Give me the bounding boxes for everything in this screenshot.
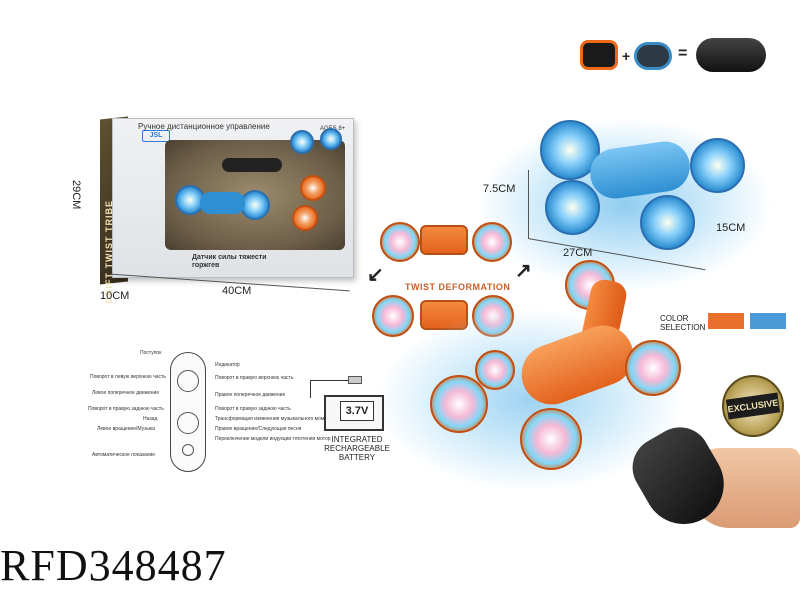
package-title: Ручное дистанционное управление	[138, 122, 270, 131]
remote-label-right: Поворот в правую заднюю часть	[215, 406, 291, 412]
plus-sign: +	[622, 48, 631, 64]
color-selection-line1: COLOR	[660, 314, 689, 323]
orange-car-wheel	[475, 350, 515, 390]
item-code: RFD348487	[0, 541, 227, 590]
gravity-controller-icon	[696, 38, 766, 72]
car-height-line	[528, 170, 529, 238]
remote-diagram-button	[182, 444, 194, 456]
car-height-label: 7.5CM	[483, 183, 516, 195]
battery-wire	[310, 380, 360, 398]
color-selection-line2: SELECTION	[660, 323, 706, 332]
package-car-blue	[200, 192, 245, 214]
twist-wheel	[472, 222, 512, 262]
battery-line3: BATTERY	[338, 453, 376, 462]
remote-label-left: Поворот в левую верхнюю часть	[90, 374, 166, 380]
package-depth-label: 10CM	[100, 290, 130, 302]
equals-sign: =	[678, 45, 688, 62]
package-side-text: DRIFT TWIST TRIBE	[104, 200, 114, 304]
twist-wheel	[372, 295, 414, 337]
car-length-label: 27CM	[563, 247, 593, 259]
package-car-wheel	[320, 128, 342, 150]
remote-label-top: Поступок	[140, 350, 162, 356]
twist-deformation-label: TWIST DEFORMATION	[405, 282, 511, 292]
rotate-right-arrow-icon: ↗	[515, 260, 532, 282]
remote-diagram-pad	[177, 412, 199, 434]
package-bottom-text: Датчик силы тяжести горжгев	[192, 254, 267, 269]
blue-car-wheel	[690, 138, 745, 193]
battery-voltage: 3.7V	[340, 401, 374, 421]
remote-label-left: Поворот в правую заднюю часть	[88, 406, 164, 412]
orange-car-wheel	[430, 375, 488, 433]
car-width-label: 15CM	[716, 222, 746, 234]
battery-description: INTEGRATED RECHARGEABLE BATTERY	[322, 435, 392, 462]
remote-label-left: Левое вращение/Музыка	[97, 426, 156, 432]
package-width-label: 40CM	[222, 285, 252, 297]
remote-label-right: Поворот в правую верхнюю часть	[215, 375, 294, 381]
remote-label-right: Индикатор	[215, 362, 240, 368]
color-swatch-blue	[750, 313, 786, 329]
remote-label-left: Назад	[143, 416, 158, 422]
remote-diagram-pad	[177, 370, 199, 392]
blue-car-wheel	[540, 120, 600, 180]
orange-car-wheel	[520, 408, 582, 470]
package-car-wheel	[292, 205, 318, 231]
package-brand-logo: JSL	[142, 130, 170, 142]
battery-line1: INTEGRATED	[331, 435, 383, 444]
color-selection-label: COLOR SELECTION	[660, 314, 705, 332]
blue-car-wheel	[640, 195, 695, 250]
package-height-label: 29CM	[70, 180, 82, 210]
watch-icon	[634, 42, 672, 70]
package-car-wheel	[290, 130, 314, 154]
blue-car-wheel	[545, 180, 600, 235]
controller-icon	[580, 40, 618, 70]
remote-label-right: Трансформация изменения музыкального мом…	[215, 416, 335, 422]
remote-label-right: Переключение модели индукции тяготения м…	[215, 436, 331, 442]
package-controller	[222, 158, 282, 172]
battery-plug-icon	[348, 376, 362, 384]
twist-wheel	[380, 222, 420, 262]
remote-label-left: Автоматическое показание	[92, 452, 156, 458]
exclusive-badge-text: EXCLUSIVE	[725, 392, 781, 420]
remote-label-right: Правое поперечное движение	[215, 392, 286, 398]
battery-line2: RECHARGEABLE	[324, 444, 390, 453]
exclusive-badge: EXCLUSIVE	[722, 375, 784, 437]
orange-car-wheel	[625, 340, 681, 396]
remote-label-left: Левое поперечное движение	[92, 390, 160, 396]
package-car-wheel	[300, 175, 326, 201]
color-swatch-orange	[708, 313, 744, 329]
remote-label-right: Правое вращение/Следующая песня	[215, 426, 302, 432]
twist-body-top	[420, 225, 468, 255]
rotate-left-arrow-icon: ↙	[367, 264, 384, 286]
